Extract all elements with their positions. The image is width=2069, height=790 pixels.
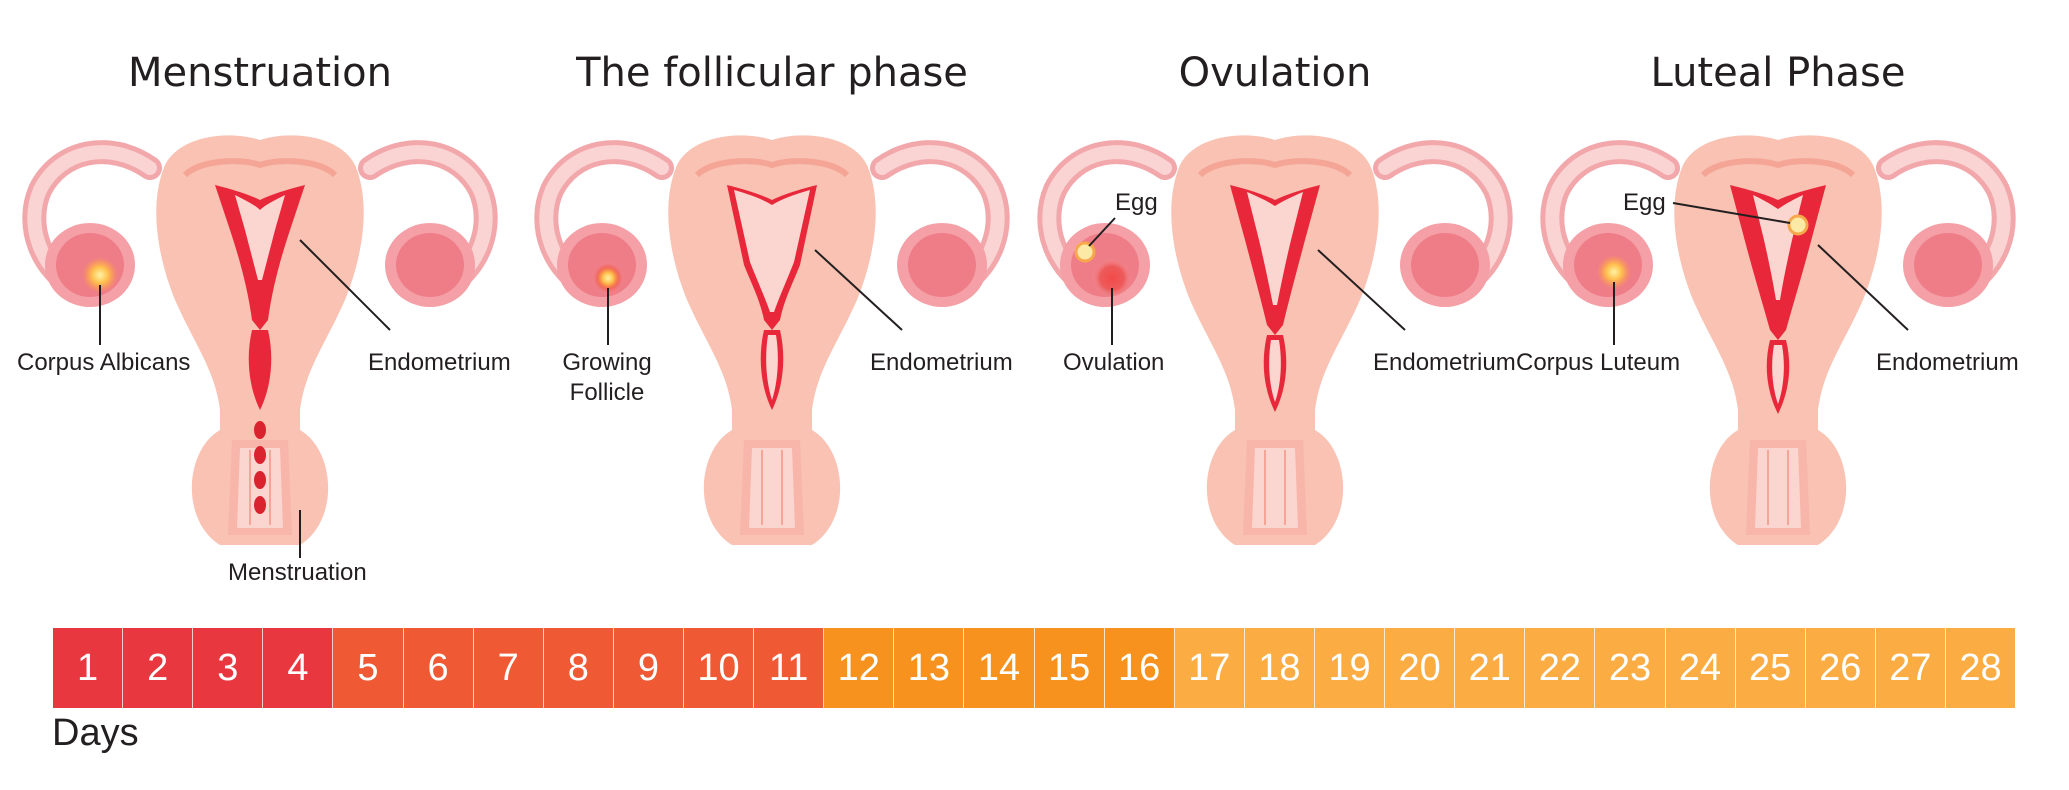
blood-drop bbox=[254, 496, 266, 514]
day-cell: 28 bbox=[1946, 628, 2015, 708]
endometrium-label: Endometrium bbox=[368, 348, 511, 378]
day-cell: 18 bbox=[1245, 628, 1315, 708]
egg-icon bbox=[1076, 243, 1094, 261]
day-cell: 26 bbox=[1806, 628, 1876, 708]
day-cell: 15 bbox=[1035, 628, 1105, 708]
day-cell: 24 bbox=[1666, 628, 1736, 708]
blood-drop bbox=[254, 471, 266, 489]
day-cell: 19 bbox=[1315, 628, 1385, 708]
day-cell: 6 bbox=[404, 628, 474, 708]
growing-follicle-line2: Follicle bbox=[557, 378, 657, 408]
days-axis-label: Days bbox=[52, 712, 139, 755]
menstruation-label: Menstruation bbox=[228, 558, 367, 588]
egg-label: Egg bbox=[1115, 188, 1158, 218]
growing-follicle-marker bbox=[596, 266, 620, 290]
growing-follicle-line1: Growing bbox=[557, 348, 657, 378]
phase-title: Ovulation bbox=[1015, 50, 1535, 96]
blood-drop bbox=[254, 446, 266, 464]
day-cell: 7 bbox=[474, 628, 544, 708]
day-cell: 9 bbox=[614, 628, 684, 708]
endometrium-label: Endometrium bbox=[1373, 348, 1516, 378]
day-cell: 14 bbox=[964, 628, 1034, 708]
blood-drop bbox=[254, 421, 266, 439]
day-cell: 1 bbox=[53, 628, 123, 708]
phase-panel-luteal: Luteal Phase Egg Corpus Luteum Endometri… bbox=[1518, 0, 2038, 600]
day-cell: 16 bbox=[1105, 628, 1175, 708]
day-cell: 20 bbox=[1385, 628, 1455, 708]
day-cell: 5 bbox=[333, 628, 403, 708]
endometrium-label: Endometrium bbox=[870, 348, 1013, 378]
egg-label: Egg bbox=[1623, 188, 1666, 218]
day-cell: 13 bbox=[894, 628, 964, 708]
day-cell: 23 bbox=[1595, 628, 1665, 708]
day-cell: 11 bbox=[754, 628, 824, 708]
phase-panel-menstruation: Menstruation Corpus Albicans Endometrium… bbox=[0, 0, 520, 600]
phase-title: The follicular phase bbox=[512, 50, 1032, 96]
day-cell: 10 bbox=[684, 628, 754, 708]
phase-title: Menstruation bbox=[0, 50, 520, 96]
day-cell: 17 bbox=[1175, 628, 1245, 708]
phase-title: Luteal Phase bbox=[1518, 50, 2038, 96]
day-cell: 25 bbox=[1736, 628, 1806, 708]
corpus-albicans-label: Corpus Albicans bbox=[17, 348, 190, 378]
phase-panel-follicular: The follicular phase Growing Follicle En… bbox=[512, 0, 1032, 600]
growing-follicle-label: Growing Follicle bbox=[557, 348, 657, 408]
day-cell: 3 bbox=[193, 628, 263, 708]
day-cell: 4 bbox=[263, 628, 333, 708]
day-cell: 12 bbox=[824, 628, 894, 708]
day-cell: 27 bbox=[1876, 628, 1946, 708]
corpus-luteum-label: Corpus Luteum bbox=[1516, 348, 1680, 378]
day-cell: 8 bbox=[544, 628, 614, 708]
day-cell: 22 bbox=[1525, 628, 1595, 708]
egg-icon bbox=[1789, 216, 1807, 234]
endometrium-label: Endometrium bbox=[1876, 348, 2019, 378]
day-cell: 21 bbox=[1455, 628, 1525, 708]
phase-panel-ovulation: Ovulation Egg Ovulation Endometrium bbox=[1015, 0, 1535, 600]
day-cell: 2 bbox=[123, 628, 193, 708]
ovulation-label: Ovulation bbox=[1063, 348, 1164, 378]
